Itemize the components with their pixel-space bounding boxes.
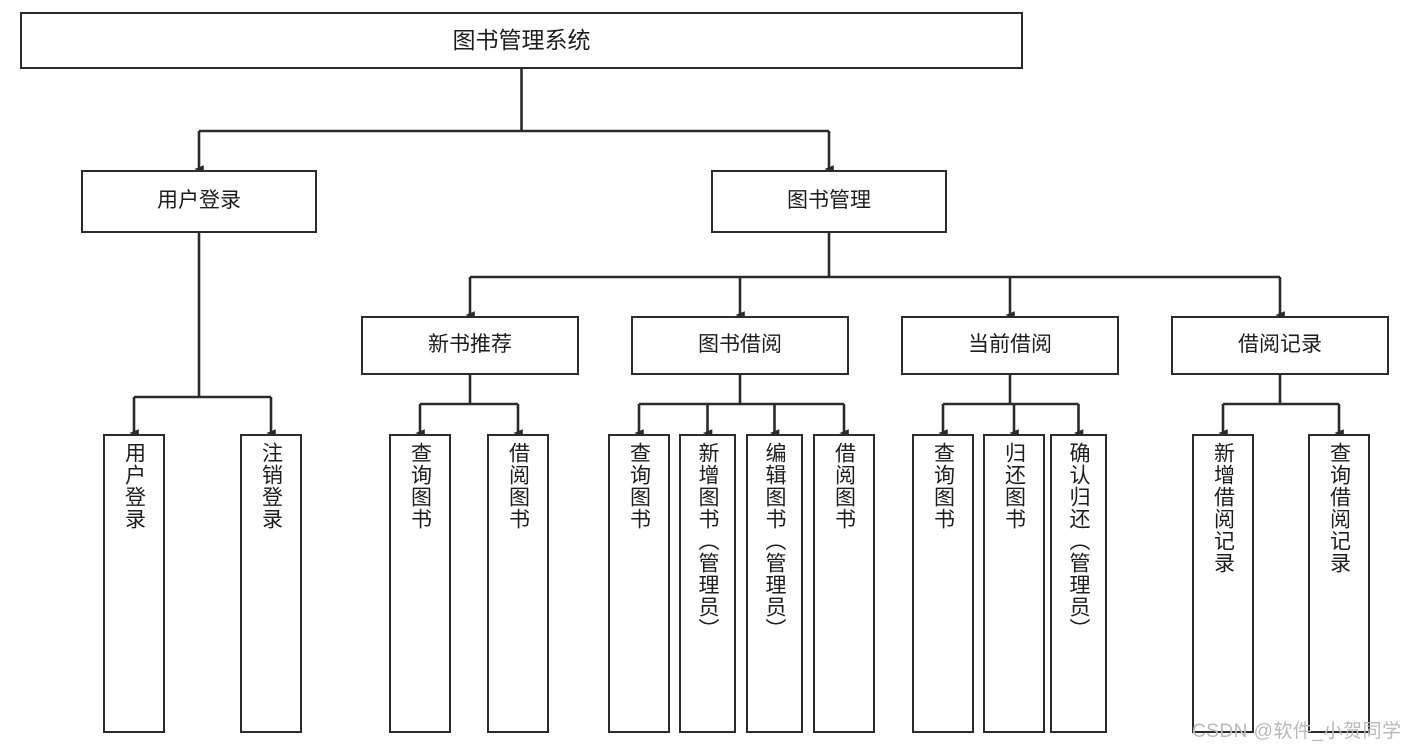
node-user-login-label: 用户登录: [157, 189, 241, 213]
node-book-manage-label: 图书管理: [787, 189, 871, 213]
node-leaf-query-book-1[interactable]: 查询图书: [389, 434, 451, 733]
node-leaf-return-book[interactable]: 归还图书: [983, 434, 1045, 733]
node-leaf-return-book-label: 归还图书: [1002, 442, 1026, 530]
watermark-text: CSDN @软件_小贺同学: [1192, 721, 1402, 742]
node-leaf-confirm-return[interactable]: 确认归还（管理员）: [1050, 434, 1107, 733]
node-leaf-query-book-3-label: 查询图书: [931, 442, 955, 530]
node-book-borrow-label: 图书借阅: [698, 333, 782, 357]
node-root[interactable]: 图书管理系统: [20, 12, 1023, 69]
node-borrow-record-label: 借阅记录: [1238, 333, 1322, 357]
node-leaf-edit-book[interactable]: 编辑图书（管理员）: [746, 434, 803, 733]
node-current-borrow-label: 当前借阅: [968, 333, 1052, 357]
node-leaf-query-book-3[interactable]: 查询图书: [912, 434, 974, 733]
node-leaf-borrow-book-1[interactable]: 借阅图书: [487, 434, 549, 733]
node-leaf-query-book-1-label: 查询图书: [408, 442, 432, 530]
node-user-login[interactable]: 用户登录: [81, 170, 317, 233]
node-leaf-query-record[interactable]: 查询借阅记录: [1308, 434, 1370, 733]
node-leaf-edit-book-label: 编辑图书（管理员）: [763, 442, 786, 640]
node-leaf-confirm-return-label: 确认归还（管理员）: [1067, 442, 1090, 640]
node-leaf-query-book-2[interactable]: 查询图书: [608, 434, 670, 733]
node-borrow-record[interactable]: 借阅记录: [1171, 316, 1389, 375]
node-current-borrow[interactable]: 当前借阅: [901, 316, 1119, 375]
node-leaf-add-record-label: 新增借阅记录: [1211, 442, 1235, 574]
node-leaf-add-record[interactable]: 新增借阅记录: [1192, 434, 1254, 733]
node-leaf-query-book-2-label: 查询图书: [627, 442, 651, 530]
node-leaf-user-login[interactable]: 用户登录: [103, 434, 165, 733]
node-leaf-borrow-book-2[interactable]: 借阅图书: [813, 434, 875, 733]
node-leaf-add-book[interactable]: 新增图书（管理员）: [679, 434, 736, 733]
node-leaf-borrow-book-1-label: 借阅图书: [506, 442, 530, 530]
node-leaf-logout-label: 注销登录: [259, 442, 283, 530]
node-book-borrow[interactable]: 图书借阅: [631, 316, 849, 375]
node-root-label: 图书管理系统: [452, 26, 591, 53]
node-leaf-logout[interactable]: 注销登录: [240, 434, 302, 733]
node-new-book-recommend[interactable]: 新书推荐: [361, 316, 579, 375]
node-leaf-query-record-label: 查询借阅记录: [1327, 442, 1351, 574]
node-leaf-borrow-book-2-label: 借阅图书: [832, 442, 856, 530]
node-book-manage[interactable]: 图书管理: [711, 170, 947, 233]
node-leaf-user-login-label: 用户登录: [122, 442, 146, 530]
node-leaf-add-book-label: 新增图书（管理员）: [696, 442, 719, 640]
node-new-book-recommend-label: 新书推荐: [428, 333, 512, 357]
